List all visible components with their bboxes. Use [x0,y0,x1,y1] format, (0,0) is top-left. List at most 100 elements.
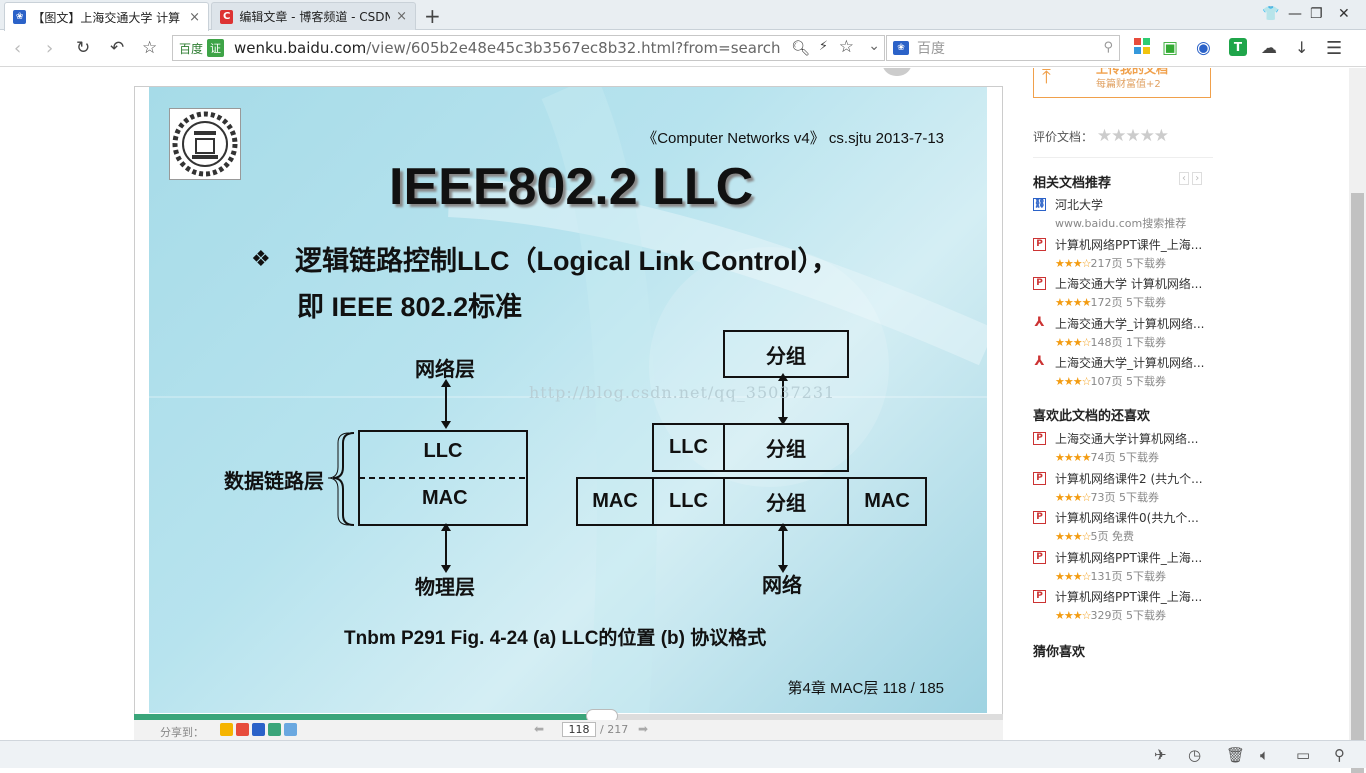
recommendation-meta-text: 107页 5下载券 [1090,375,1166,388]
recommendation-meta: ★★★★172页 5下载券 [1055,294,1166,310]
shield-globe-icon[interactable]: ◉ [1196,38,1211,58]
forward-icon[interactable]: › [46,38,54,59]
rating-stars: ★★★☆ [1055,335,1091,349]
tab-baidu-wenku[interactable]: ❀ 【图文】上海交通大学 计算 × [4,2,209,31]
recommendation-meta: ★★★☆73页 5下载券 [1055,489,1159,505]
new-tab-button[interactable]: + [424,4,441,28]
download-icon[interactable]: ↓ [1295,38,1309,57]
window-icon[interactable]: ▭ [1296,746,1311,764]
baidu-share-icon[interactable] [252,723,265,736]
recommendation-title[interactable]: 上海交通大学_计算机网络... [1055,356,1205,370]
rating-label: 评价文档： [1033,130,1094,144]
recommendation-meta: ★★★☆5页 免费 [1055,528,1134,544]
rating-stars: ★★★★ [1055,296,1091,309]
search-box[interactable]: ❀ 百度 ⚲ [886,35,1120,61]
packet-box-bottom: 分组 [723,477,849,526]
search-icon[interactable]: ⚲ [1103,40,1113,55]
recommendation-meta-text: 172页 5下载券 [1090,296,1166,309]
share-label: 分享到： [160,726,204,739]
video-icon[interactable]: ▣ [1162,38,1179,58]
rating-stars[interactable]: ★★★★★ [1096,126,1169,146]
weibo-icon[interactable] [236,723,249,736]
wechat-icon[interactable] [268,723,281,736]
recommendation-title[interactable]: 上海交通大学计算机网络... [1055,432,1199,446]
datalink-box: LLC [358,430,528,526]
chevron-left-icon[interactable]: ‹ [1179,172,1189,185]
minimize-button[interactable]: — [1288,6,1302,22]
datalink-layer-label: 数据链路层 [224,471,324,493]
recommendation-meta: ★★★☆329页 5下载券 [1055,607,1166,623]
llc-label: LLC [423,440,463,462]
search-icon[interactable]: ⚲ [1334,746,1345,764]
also-liked-title: 喜欢此文档的还喜欢 [1033,409,1151,424]
ppt-doc-icon: P [1033,432,1046,445]
chevron-right-icon[interactable]: › [1192,172,1203,185]
divider [1033,157,1213,158]
upload-button[interactable]: ⤒ 上传我的文档 每篇财富值+2 [1033,68,1211,98]
security-t-icon[interactable]: T [1229,38,1247,56]
vertical-scrollbar[interactable] [1349,68,1366,773]
status-bar: ✈︎ ◷ 🗑︎ 🔈︎ ▭ ⚲ [0,740,1366,768]
close-icon[interactable]: × [189,9,200,25]
carousel-arrows[interactable]: ‹ › [1179,172,1203,185]
recommendation-title[interactable]: 河北大学 [1055,198,1104,212]
qzone-icon[interactable] [220,723,233,736]
recommendation-title[interactable]: 计算机网络PPT课件_上海... [1055,590,1203,604]
undo-icon[interactable]: ↶ [110,38,125,58]
speed-icon[interactable]: ◷ [1188,746,1202,764]
close-window-button[interactable]: ✕ [1338,6,1350,22]
reading-progress-bar[interactable] [134,714,1003,720]
baidu-badge: 百度 [179,41,204,56]
url-text[interactable]: wenku.baidu.com/view/605b2e48e45c3b3567e… [234,39,781,57]
mac-box-left: MAC [576,477,654,526]
pin-icon[interactable]: ✈︎ [1154,746,1167,764]
volume-icon[interactable]: 🔈︎ [1260,746,1270,764]
packet-box-top: 分组 [723,330,849,378]
back-icon[interactable]: ‹ [14,38,22,59]
network-label: 网络 [762,575,802,597]
skin-icon[interactable]: 👕 [1262,6,1280,22]
upload-sub: 每篇财富值+2 [1096,79,1161,90]
recommendation-title[interactable]: 计算机网络课件2 (共九个... [1055,471,1203,486]
next-page-icon[interactable]: ➡ [638,722,649,736]
mac-label: MAC [422,487,468,509]
recommendation-meta-text: 148页 1下载券 [1090,335,1166,349]
ppt-doc-icon: P [1033,237,1046,251]
recommendation-meta: ★★★☆131页 5下载券 [1055,568,1166,584]
page-input[interactable]: 118 [562,722,596,737]
prev-page-icon[interactable]: ⬅ [534,722,545,736]
reload-icon[interactable]: ↻ [76,38,91,58]
ppt-doc-icon: P [1033,550,1046,564]
bookmark-star-icon[interactable]: ☆ [838,37,854,57]
restore-button[interactable]: ❐ [1310,6,1323,22]
lightning-icon[interactable]: ⚡︎ [818,39,828,54]
close-icon[interactable]: × [396,9,407,24]
favorite-star-icon[interactable]: ☆ [142,38,158,58]
network-layer-label: 网络层 [415,359,475,381]
scrollbar-thumb[interactable] [1351,193,1364,773]
total-pages: / 217 [600,723,629,736]
recommendation-title[interactable]: 上海交通大学 计算机网络... [1055,277,1203,291]
trash-icon[interactable]: 🗑︎ [1226,746,1246,764]
zoom-search-icon[interactable]: 🔍︎ [790,39,810,57]
recommendation-meta-text: 73页 5下载券 [1090,490,1159,504]
apps-grid-icon[interactable] [1134,38,1150,54]
more-share-icon[interactable] [284,723,297,736]
recommendation-title[interactable]: 计算机网络PPT课件_上海... [1055,550,1203,565]
course-header: 《Computer Networks v4》 cs.sjtu 2013-7-13 [642,130,944,147]
bullet-diamond-icon: ❖ [251,247,271,272]
menu-icon[interactable]: ☰ [1326,38,1343,59]
share-icons[interactable] [220,723,297,736]
recommendation-meta: ★★★★74页 5下载券 [1055,449,1159,465]
recommendation-title[interactable]: 计算机网络PPT课件_上海... [1055,237,1203,252]
recommendation-meta: ★★★☆107页 5下载券 [1055,373,1166,389]
chevron-down-icon[interactable]: ⌄ [868,38,880,54]
sjtu-logo [169,108,241,180]
cloud-icon[interactable]: ☁︎ [1261,38,1277,57]
recommendation-title[interactable]: 上海交通大学_计算机网络... [1055,316,1205,331]
tab-csdn[interactable]: C 编辑文章 - 博客频道 - CSDN × [211,2,416,30]
address-bar[interactable]: 百度 证 wenku.baidu.com/view/605b2e48e45c3b… [172,35,885,61]
recommendation-meta: ★★★☆217页 5下载券 [1055,255,1166,271]
recommendation-title[interactable]: 计算机网络课件0(共九个... [1055,511,1199,525]
rating-stars: ★★★☆ [1055,256,1091,270]
